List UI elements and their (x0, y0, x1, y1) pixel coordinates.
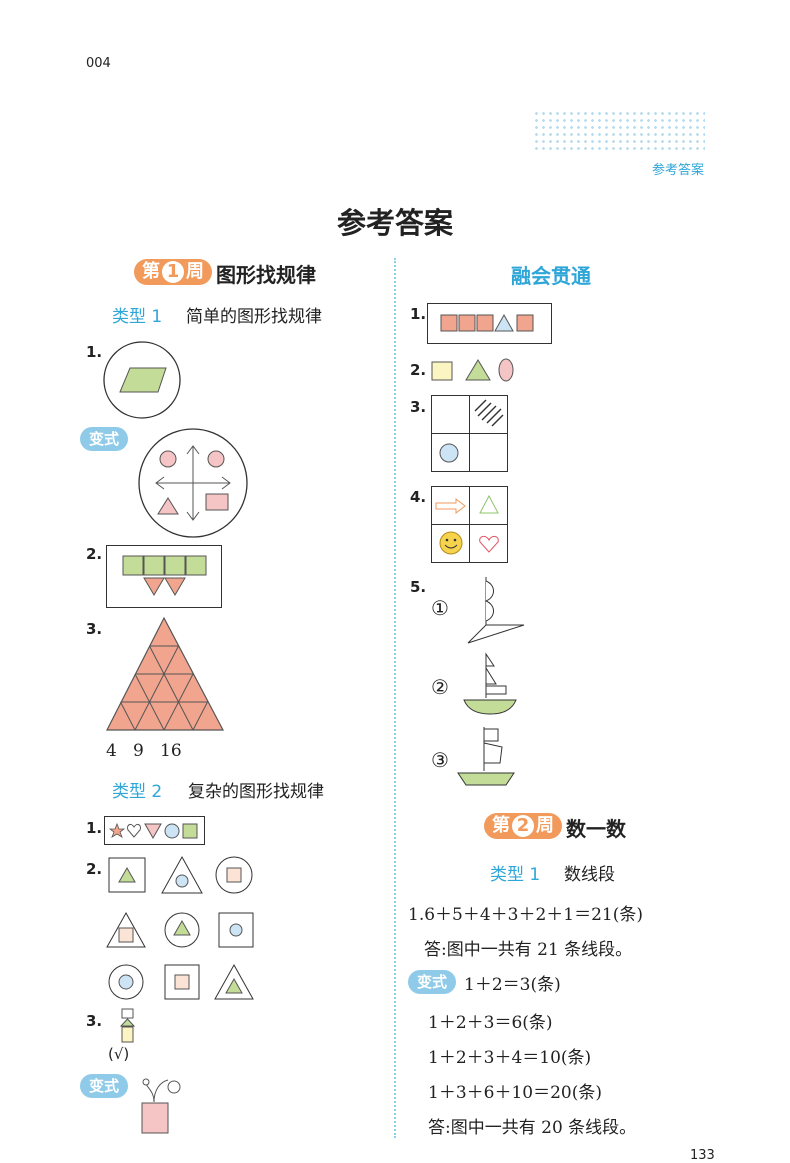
decorative-dots (533, 110, 705, 152)
type2-title: 复杂的图形找规律 (188, 782, 324, 802)
page-title: 参考答案 (336, 206, 453, 240)
week2-title: 数一数 (566, 817, 626, 841)
circled-3: ③ (431, 748, 449, 772)
r-variant-badge: 变式 (408, 970, 456, 994)
r-q2-number: 2. (410, 361, 427, 379)
answer-line-6: 1＋3＋6＋10＝20(条) (428, 1083, 602, 1103)
type2-label: 类型 2 (112, 782, 163, 802)
header-tag: 参考答案 (652, 163, 705, 178)
answer-line-5: 1＋2＋3＋4＝10(条) (428, 1048, 592, 1068)
type1-label: 类型 1 (112, 307, 163, 327)
t2-q2-grid (106, 855, 254, 1000)
circled-2: ② (431, 675, 449, 699)
variant2-badge: 变式 (80, 1074, 128, 1098)
page-number: 133 (690, 1148, 715, 1163)
t2-q1-sequence (104, 816, 205, 845)
r-q4-grid (431, 486, 508, 563)
variant-circle-figure (138, 428, 248, 538)
circled-1: ① (431, 596, 449, 620)
answer-line-2: 答:图中一共有 21 条线段。 (424, 940, 633, 960)
week1-title: 图形找规律 (216, 263, 316, 287)
r-q4-number: 4. (410, 488, 427, 506)
t2-q3-number: 3. (86, 1012, 103, 1030)
type1-title: 简单的图形找规律 (186, 307, 322, 327)
t2-q2-number: 2. (86, 860, 103, 878)
variant-badge: 变式 (80, 427, 128, 451)
t2-q3-figure (119, 1008, 136, 1043)
answer-line-3: 1＋2＝3(条) (464, 975, 561, 995)
r-q2-shapes (431, 358, 514, 382)
answer-line-4: 1＋2＋3＝6(条) (428, 1013, 553, 1033)
t2-q1-number: 1. (86, 819, 103, 837)
boat2-figure (463, 652, 517, 715)
answer-line-1: 1.6＋5＋4＋3＋2＋1＝21(条) (408, 905, 644, 925)
variant2-plant-figure (141, 1078, 181, 1134)
answer-line-7: 答:图中一共有 20 条线段。 (428, 1118, 637, 1138)
q2-pattern (122, 555, 207, 596)
r-q1-sequence (427, 303, 552, 344)
r-type1-title: 数线段 (564, 865, 615, 885)
q2-number: 2. (86, 545, 103, 563)
q1-number: 1. (86, 343, 103, 361)
r-q1-number: 1. (410, 305, 427, 323)
q1-circle-figure (103, 341, 181, 419)
q3-number: 3. (86, 620, 103, 638)
column-divider (394, 258, 396, 1138)
boat1-figure (467, 577, 525, 644)
t2-q3-answer: (√) (108, 1045, 130, 1063)
section-title: 融会贯通 (511, 264, 591, 288)
triangle-counts: 4 9 16 (106, 741, 182, 761)
r-q3-grid (431, 395, 508, 472)
page-code: 004 (86, 56, 111, 71)
triangle-grid-figure (106, 616, 224, 731)
boat3-figure (457, 727, 515, 786)
r-q3-number: 3. (410, 398, 427, 416)
r-type1-label: 类型 1 (490, 865, 541, 885)
r-q5-number: 5. (410, 578, 427, 596)
